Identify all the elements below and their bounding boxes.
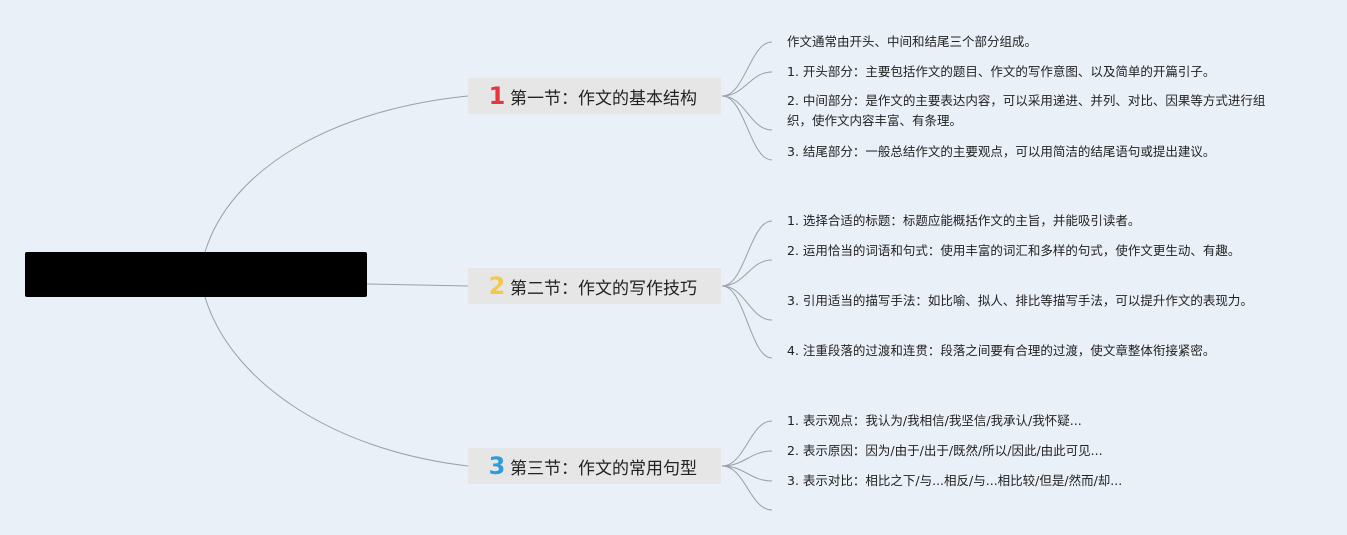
section-3-item[interactable]: 3. 表示对比：相比之下/与...相反/与...相比较/但是/然而/却... xyxy=(787,473,1123,488)
connector-root-section-2 xyxy=(366,283,469,287)
section-1-topic[interactable]: 1 第一节：作文的基本结构 xyxy=(468,78,721,114)
section-3-topic[interactable]: 3 第三节：作文的常用句型 xyxy=(468,448,721,484)
section-2-item[interactable]: 4. 注重段落的过渡和连贯：段落之间要有合理的过渡，使文章整体衔接紧密。 xyxy=(787,343,1216,358)
section-3-item[interactable]: 2. 表示原因：因为/由于/出于/既然/所以/因此/由此可见... xyxy=(787,443,1103,458)
section-3-item[interactable]: 1. 表示观点：我认为/我相信/我坚信/我承认/我怀疑... xyxy=(787,413,1082,428)
number-three-icon: 3 xyxy=(488,452,506,480)
connector-s1-item-3 xyxy=(721,95,773,131)
connector-s3-item-2 xyxy=(721,450,773,467)
connector-s3-item-1 xyxy=(721,420,773,467)
section-2-topic[interactable]: 2 第二节：作文的写作技巧 xyxy=(468,268,721,304)
connector-root-section-1 xyxy=(204,95,469,253)
section-1-item[interactable]: 3. 结尾部分：一般总结作文的主要观点，可以用简洁的结尾语句或提出建议。 xyxy=(787,144,1216,159)
section-1-item[interactable]: 2. 中间部分：是作文的主要表达内容，可以采用递进、并列、对比、因果等方式进行组… xyxy=(787,93,1266,128)
connector-s2-item-1 xyxy=(721,220,773,287)
section-2-item[interactable]: 3. 引用适当的描写手法：如比喻、拟人、排比等描写手法，可以提升作文的表现力。 xyxy=(787,293,1253,308)
number-one-icon: 1 xyxy=(488,82,506,110)
connector-s2-item-3 xyxy=(721,285,773,321)
number-two-icon: 2 xyxy=(488,272,506,300)
section-1-item[interactable]: 作文通常由开头、中间和结尾三个部分组成。 xyxy=(787,34,1038,49)
section-2-item[interactable]: 1. 选择合适的标题：标题应能概括作文的主旨，并能吸引读者。 xyxy=(787,213,1141,228)
connector-s2-item-2 xyxy=(721,259,773,287)
connector-root-section-3 xyxy=(204,296,469,467)
connector-s1-item-1 xyxy=(721,41,773,97)
connector-s3-item-4 xyxy=(721,465,773,511)
section-2-title: 第二节：作文的写作技巧 xyxy=(510,278,697,299)
section-1-item[interactable]: 1. 开头部分：主要包括作文的题目、作文的写作意图、以及简单的开篇引子。 xyxy=(787,64,1216,79)
connector-s1-item-2 xyxy=(721,71,773,97)
section-1-title: 第一节：作文的基本结构 xyxy=(510,88,697,109)
connector-s1-item-4 xyxy=(721,95,773,161)
connector-s2-item-4 xyxy=(721,285,773,359)
section-3-title: 第三节：作文的常用句型 xyxy=(510,458,697,479)
section-2-item[interactable]: 2. 运用恰当的词语和句式：使用丰富的词汇和多样的句式，使作文更生动、有趣。 xyxy=(787,243,1241,258)
root-topic-redacted[interactable] xyxy=(25,252,367,297)
